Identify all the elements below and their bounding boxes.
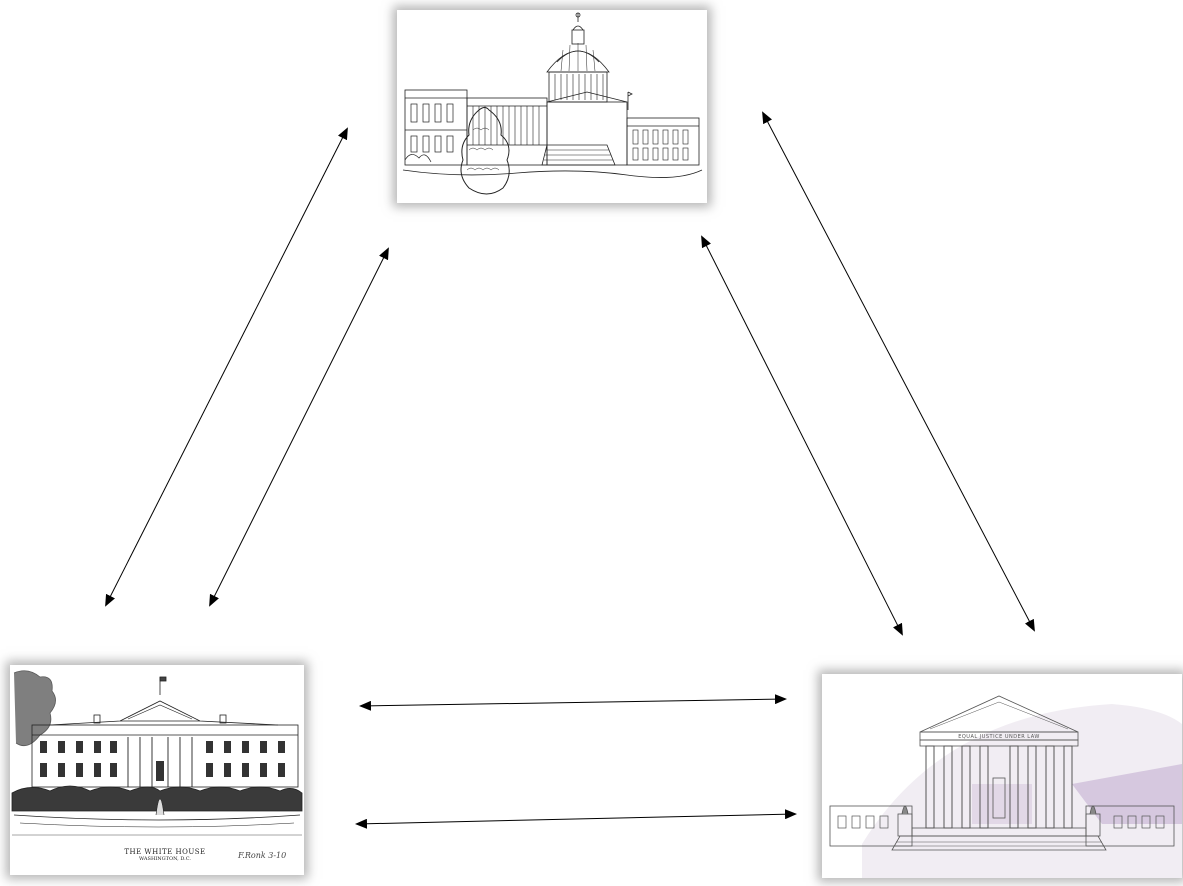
artist-signature: F.Ronk 3-10 (238, 851, 287, 860)
arrow-white-house-court-upper (359, 694, 787, 711)
capitol-panel (397, 10, 707, 203)
svg-text:EQUAL JUSTICE UNDER LAW: EQUAL JUSTICE UNDER LAW (958, 734, 1040, 740)
capitol-sketch (402, 12, 703, 195)
white-house-sketch (11, 670, 303, 836)
supreme-court-panel: EQUAL JUSTICE UNDER LAW (822, 674, 1182, 878)
arrow-capitol-court-outer (762, 111, 1035, 632)
white-house-caption: THE WHITE HOUSE WASHINGTON, D.C. (110, 849, 220, 862)
white-house-caption-subtitle: WASHINGTON, D.C. (139, 856, 191, 862)
arrow-capitol-white-house-outer (105, 127, 348, 607)
white-house-caption-title: THE WHITE HOUSE (124, 848, 206, 856)
arrow-capitol-court-inner (701, 235, 903, 636)
supreme-court-sketch: EQUAL JUSTICE UNDER LAW (829, 695, 1182, 878)
arrow-capitol-white-house-inner (209, 247, 389, 607)
white-house-panel: THE WHITE HOUSE WASHINGTON, D.C. F.Ronk … (10, 665, 304, 875)
arrow-white-house-court-lower (355, 809, 797, 829)
